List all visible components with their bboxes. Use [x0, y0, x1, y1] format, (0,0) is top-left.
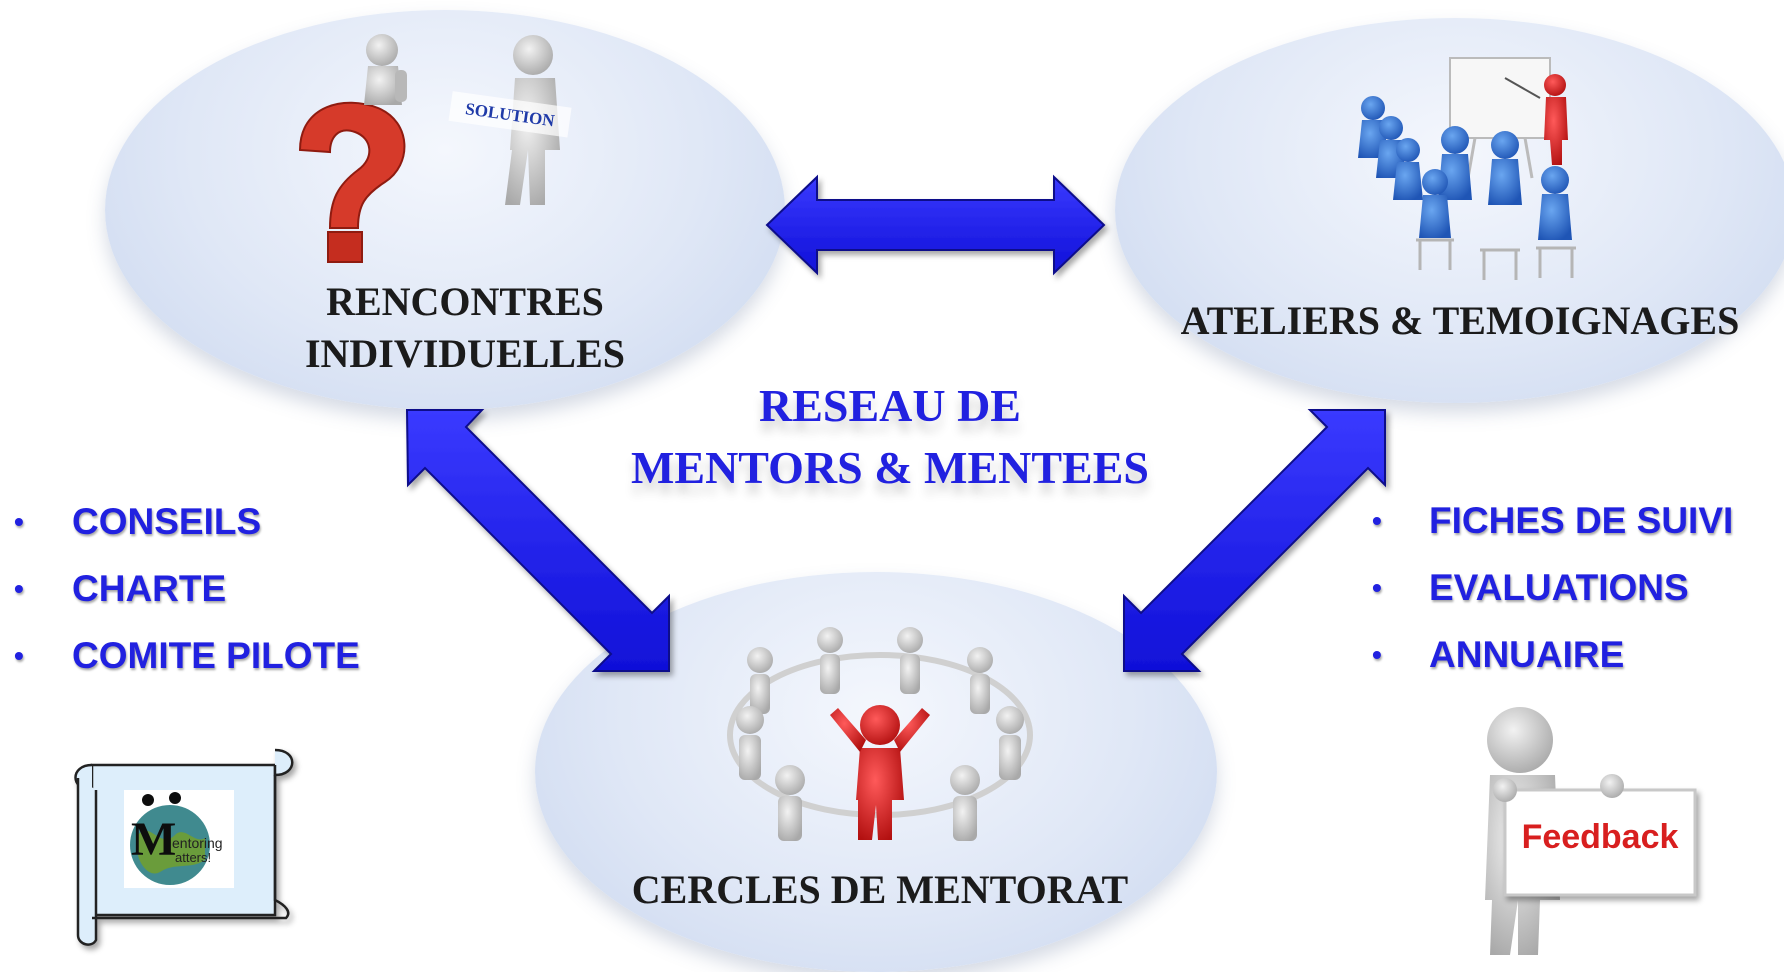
network-title-line2: MENTORS & MENTEES — [630, 442, 1150, 493]
logo-letter: M — [131, 813, 176, 866]
list-item-text: FICHES DE SUIVI — [1429, 500, 1734, 541]
feedback-figure-icon: Feedback — [1485, 707, 1697, 955]
list-item-text: CHARTE — [72, 568, 227, 609]
bullet-icon: • — [14, 573, 24, 604]
logo-text-1: entoring — [172, 835, 223, 851]
list-item-text: ANNUAIRE — [1429, 634, 1625, 675]
bullet-icon: • — [14, 640, 24, 671]
node-label-rencontres: RENCONTRES INDIVIDUELLES — [245, 276, 685, 380]
node-rencontres-ellipse — [105, 10, 785, 410]
list-item: • CHARTE — [14, 567, 434, 634]
double-arrow-icon — [765, 174, 1106, 276]
list-item: • ANNUAIRE — [1372, 633, 1782, 700]
list-item-text: CONSEILS — [72, 501, 262, 542]
list-item: • COMITE PILOTE — [14, 634, 434, 701]
bullet-icon: • — [1372, 505, 1382, 536]
scroll-logo-icon: M entoring atters! — [74, 748, 294, 946]
list-item-text: COMITE PILOTE — [72, 635, 360, 676]
bullet-icon: • — [1372, 639, 1382, 670]
bullet-icon: • — [1372, 572, 1382, 603]
double-arrow-icon — [1123, 409, 1386, 672]
network-title-line1: RESEAU DE — [758, 380, 1021, 431]
feedback-sign-text: Feedback — [1522, 818, 1679, 856]
node-label-rencontres-line2: INDIVIDUELLES — [304, 331, 626, 376]
people-circle-icon — [727, 627, 1033, 841]
node-label-cercles: CERCLES DE MENTORAT — [631, 867, 1129, 912]
list-item-text: EVALUATIONS — [1429, 567, 1689, 608]
bullet-icon: • — [14, 506, 24, 537]
right-bullet-list: • FICHES DE SUIVI • EVALUATIONS • ANNUAIRE — [1372, 499, 1782, 700]
list-item: • CONSEILS — [14, 500, 434, 567]
node-label-rencontres-line1: RENCONTRES — [326, 279, 604, 324]
list-item: • EVALUATIONS — [1372, 566, 1782, 633]
logo-text-2: atters! — [175, 850, 211, 865]
node-label-ateliers: ATELIERS & TEMOIGNAGES — [1180, 298, 1740, 343]
network-title: RESEAU DE MENTORS & MENTEES — [560, 375, 1220, 499]
presentation-icon — [1358, 57, 1576, 280]
left-bullet-list: • CONSEILS • CHARTE • COMITE PILOTE — [14, 500, 434, 701]
list-item: • FICHES DE SUIVI — [1372, 499, 1782, 566]
question-mark-icon: SOLUTION — [298, 34, 572, 263]
double-arrow-icon — [405, 409, 670, 672]
